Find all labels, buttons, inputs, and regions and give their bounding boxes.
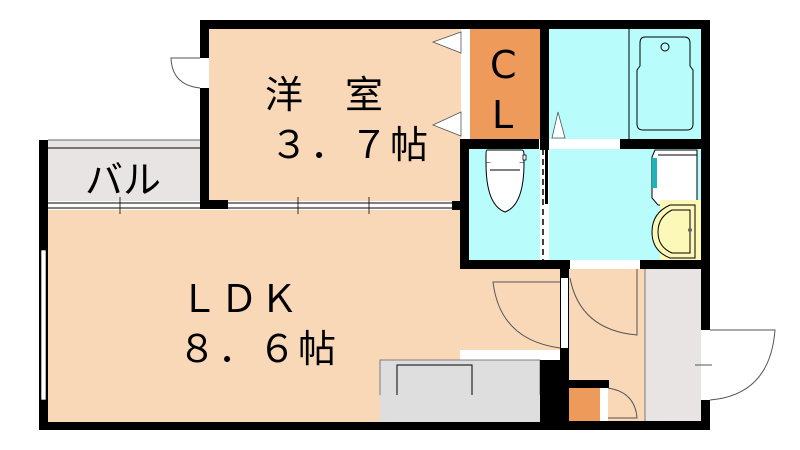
openings — [40, 58, 710, 421]
western-room — [209, 29, 461, 201]
vanity-sink-icon — [651, 200, 701, 260]
bathtub-icon — [636, 36, 694, 131]
western-room-size: ３．７帖 — [270, 123, 430, 167]
balcony-label: バル — [85, 158, 161, 202]
hallway — [569, 269, 645, 395]
doors — [170, 57, 776, 419]
entrance — [645, 269, 701, 395]
closet — [470, 29, 540, 139]
bathroom — [549, 29, 701, 139]
closet-label-c: C — [490, 43, 517, 87]
closet-label-l: L — [492, 93, 513, 137]
washing-machine-icon — [651, 149, 698, 206]
ldk-name: ＬＤＫ — [180, 277, 300, 321]
western-room-name: 洋 室 — [265, 73, 385, 117]
balcony — [48, 139, 200, 201]
ldk-size: ８．６帖 — [178, 327, 338, 371]
toilet-icon — [485, 149, 527, 213]
